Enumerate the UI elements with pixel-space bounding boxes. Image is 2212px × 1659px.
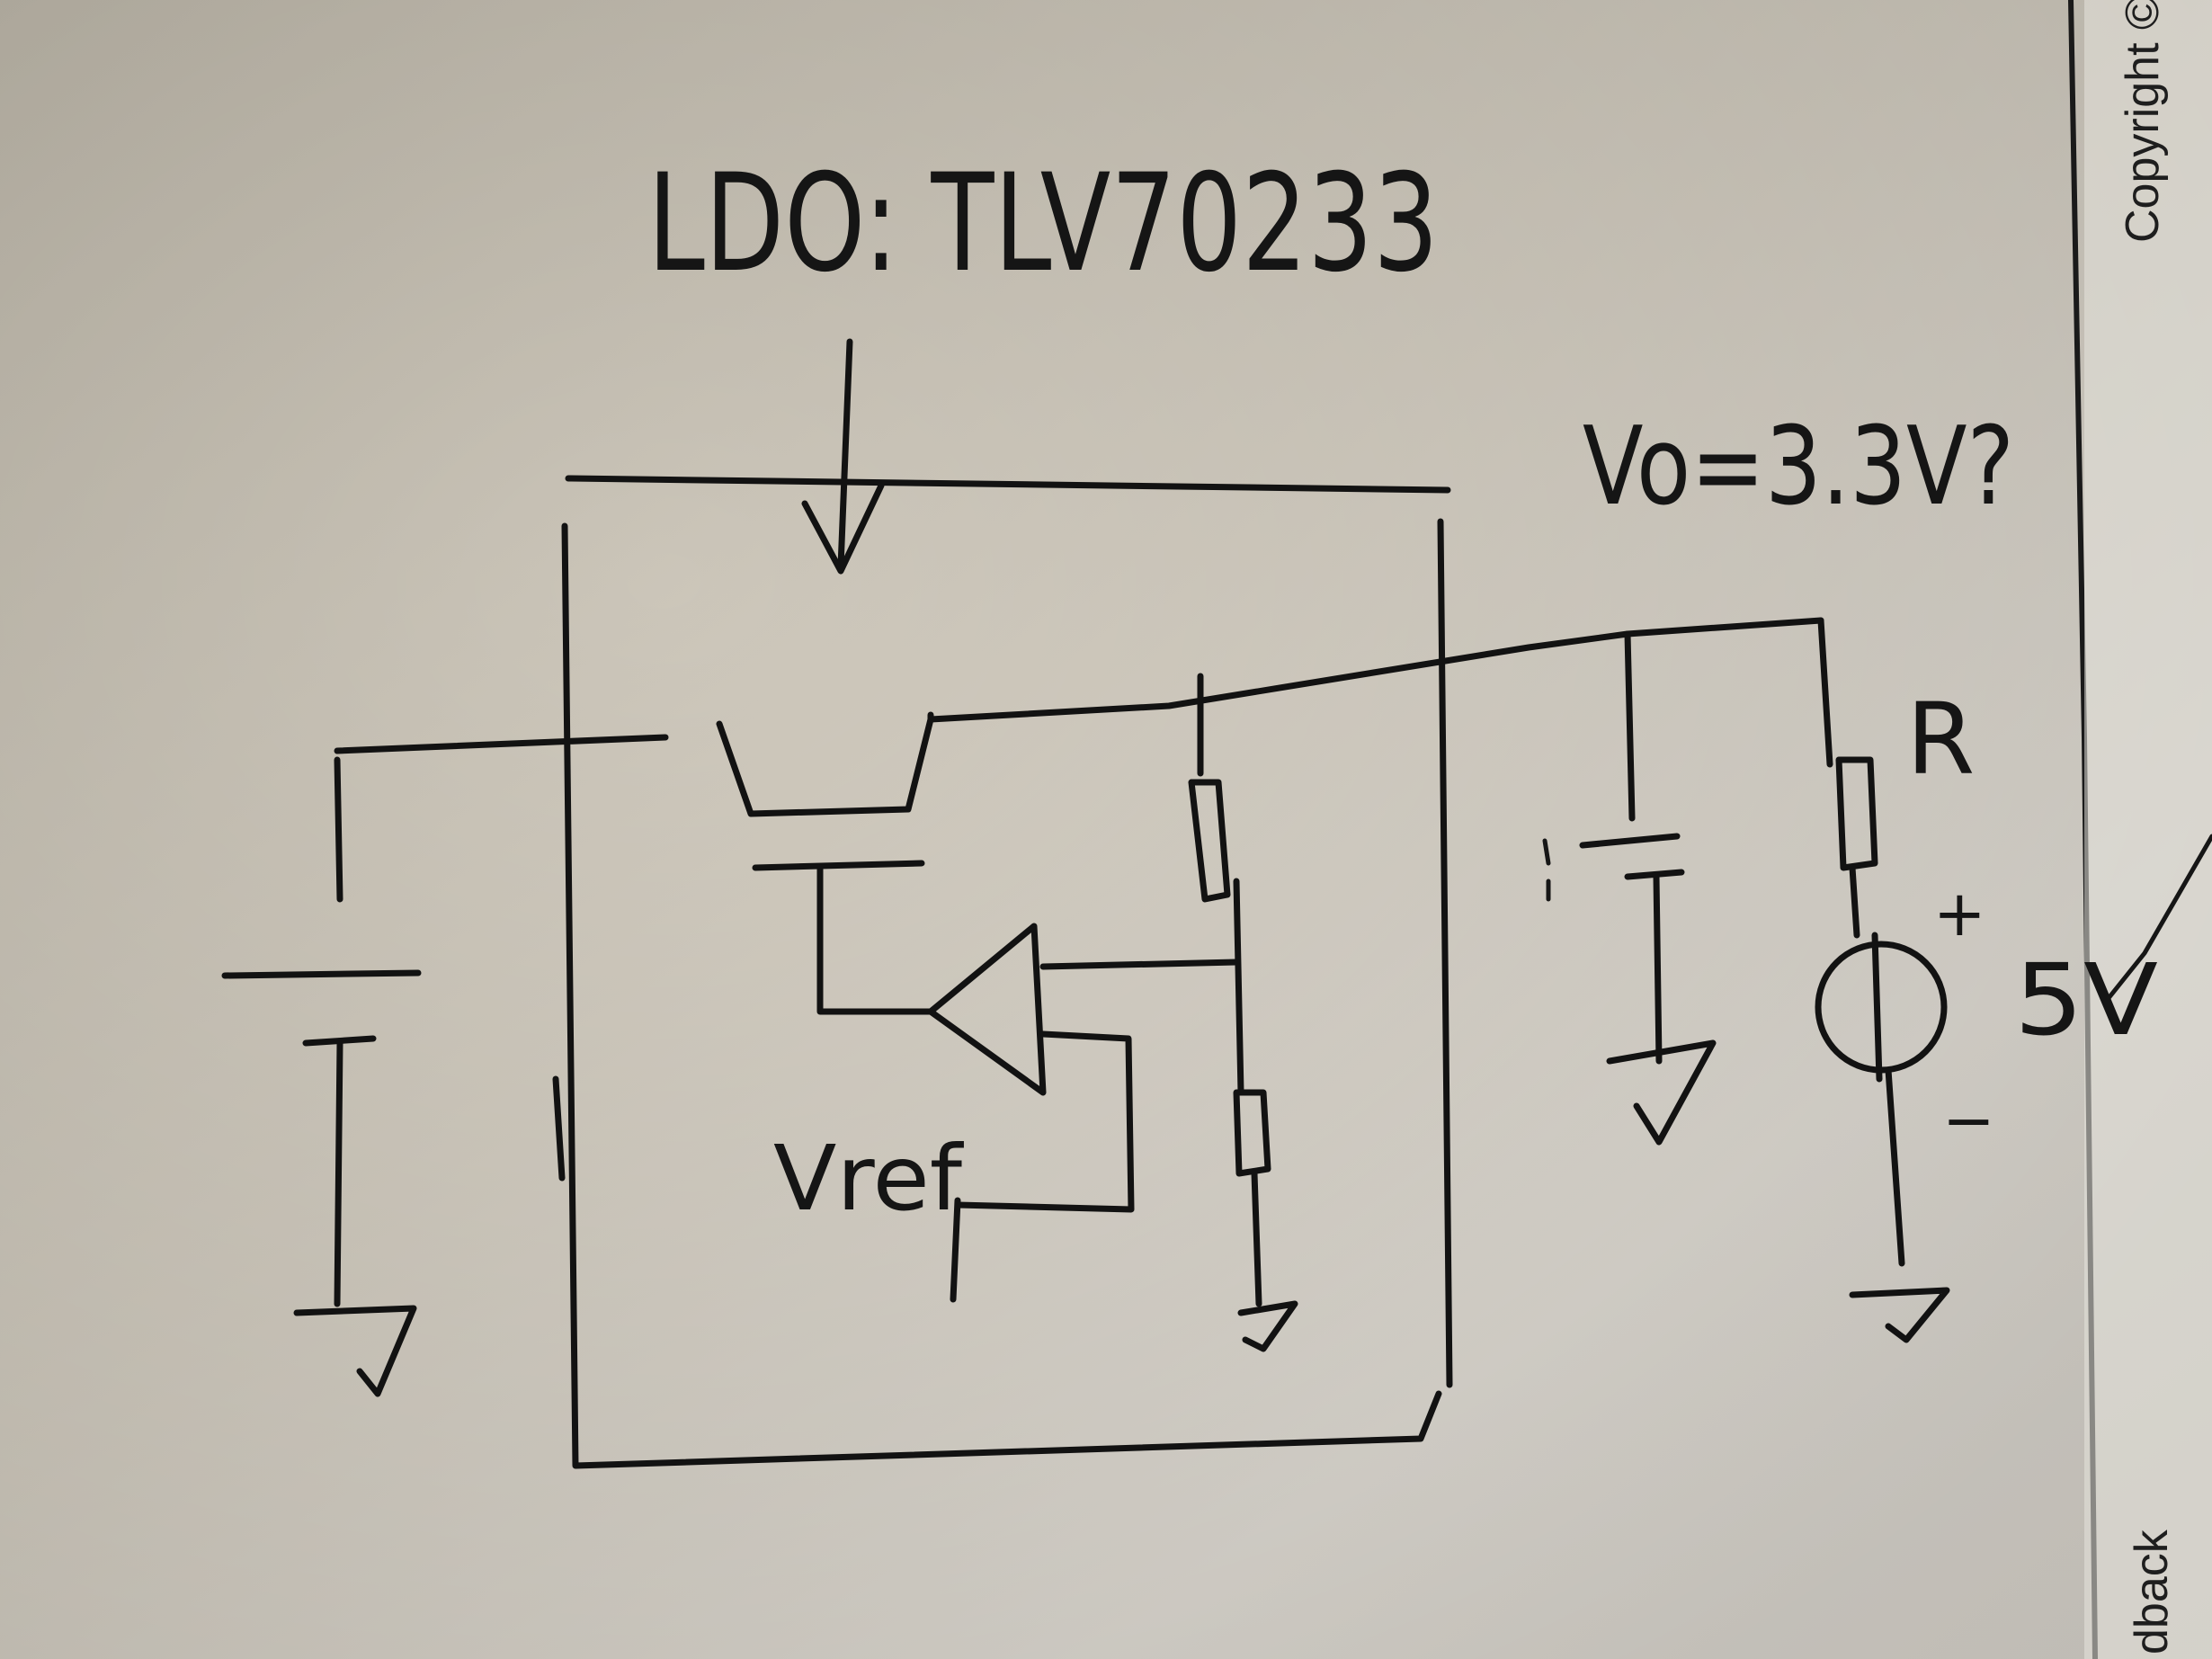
ldo-box bbox=[552, 475, 1453, 1469]
output-rail bbox=[927, 617, 1824, 723]
source-value-label: 5V bbox=[2014, 942, 2158, 1057]
resistor-mark: R bbox=[1906, 682, 1975, 797]
source-plus-sign: + bbox=[1933, 877, 1986, 950]
title-pointer-arrow bbox=[801, 338, 885, 575]
feedback-divider bbox=[1039, 673, 1298, 1352]
printed-copyright-text: Copyright © bbox=[2117, 0, 2169, 243]
ldo-title: LDO: TLV70233 bbox=[647, 146, 1439, 302]
printed-page-edge: Copyright © dback bbox=[2068, 0, 2212, 1659]
input-battery-symbol bbox=[221, 734, 669, 1397]
vref-label: Vref bbox=[773, 1126, 965, 1231]
pencil-tick bbox=[2106, 834, 2212, 1001]
source-minus-sign: − bbox=[1942, 1084, 1995, 1157]
load-branch bbox=[1815, 617, 1950, 1343]
output-voltage-label: Vo=3.3V? bbox=[1583, 405, 2014, 530]
error-amplifier bbox=[927, 923, 1135, 1303]
printed-feedback-text: dback bbox=[2126, 1529, 2178, 1655]
output-capacitor bbox=[1542, 630, 1717, 1146]
